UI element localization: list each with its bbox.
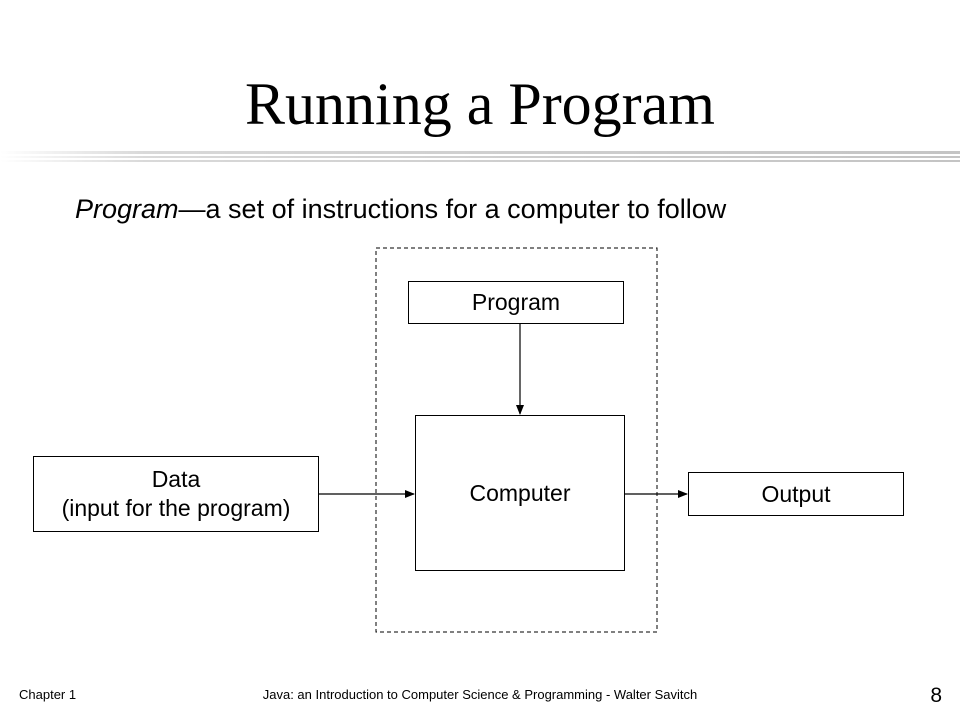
program-label: Program <box>471 289 561 315</box>
data-box: Data (input for the program) <box>33 456 319 532</box>
data-sublabel: (input for the program) <box>61 495 291 521</box>
footer-chapter: Chapter 1 <box>19 687 77 702</box>
computer-label: Computer <box>469 479 571 506</box>
page-number: 8 <box>930 684 942 707</box>
definition-text: —a set of instructions for a computer to… <box>178 194 727 224</box>
title-divider <box>0 151 960 162</box>
output-box: Output <box>688 472 904 516</box>
program-box: Program <box>408 281 624 324</box>
computer-system-boundary <box>375 247 658 633</box>
footer-book-title: Java: an Introduction to Computer Scienc… <box>262 687 698 702</box>
program-definition: Program—a set of instructions for a comp… <box>75 191 726 227</box>
output-label: Output <box>761 480 831 507</box>
data-label: Data <box>151 466 201 492</box>
computer-box: Computer <box>415 415 625 571</box>
definition-term: Program <box>75 194 179 224</box>
slide-title: Running a Program <box>245 71 715 137</box>
